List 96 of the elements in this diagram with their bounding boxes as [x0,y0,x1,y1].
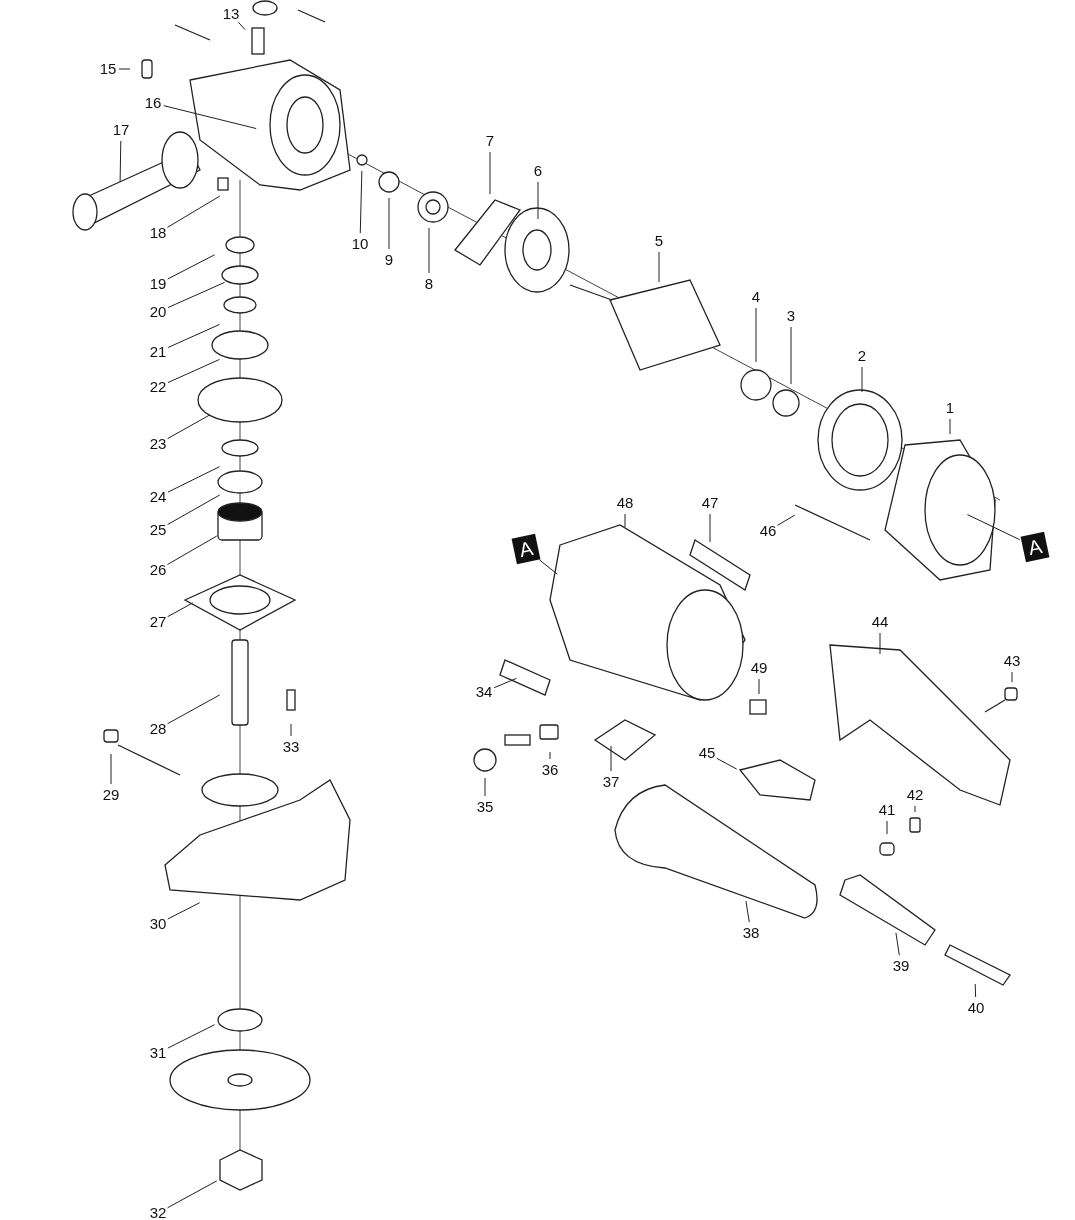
leader-line [776,514,796,526]
leader-line [549,751,551,760]
leader-line [167,254,216,280]
callout-number: 30 [149,916,167,932]
callout-number: 47 [701,495,719,511]
callout-number: 20 [149,304,167,320]
leader-line [428,227,430,274]
leader-line [237,21,246,31]
callout-number: 17 [112,122,130,138]
leader-line [624,513,626,528]
leader-line [163,105,257,130]
leader-line [1011,671,1013,683]
leader-line [489,151,491,195]
leader-line [167,494,221,526]
leader-line [388,197,390,250]
leader-line [879,632,881,655]
leader-line [167,1024,216,1049]
callout-number: 8 [424,276,434,292]
leader-line [716,757,738,770]
leader-line [861,366,863,393]
callout-number: 32 [149,1205,167,1220]
callout-number: 1 [945,400,955,416]
leader-line [895,932,900,956]
callout-number: 42 [906,787,924,803]
callout-number: 39 [892,958,910,974]
leader-line [359,170,363,234]
leader-line [167,466,221,493]
callout-number: 15 [99,61,117,77]
callout-number: 19 [149,276,167,292]
callout-number: 36 [541,762,559,778]
callout-number: 18 [149,225,167,241]
callout-number: 27 [149,614,167,630]
leader-line [167,323,220,348]
callout-number: 33 [282,739,300,755]
callout-number: 4 [751,289,761,305]
callout-number: 13 [222,6,240,22]
leader-line [949,418,951,435]
callout-number: 45 [698,745,716,761]
callout-number: 29 [102,787,120,803]
callout-number: 43 [1003,653,1021,669]
leader-line [167,902,201,920]
callout-number: 40 [967,1000,985,1016]
leader-line [166,195,221,228]
callout-number: 48 [616,495,634,511]
leader-line [119,140,122,183]
callout-number: 5 [654,233,664,249]
leader-line [886,820,888,835]
leader-line [537,181,539,220]
leader-line [966,514,1021,541]
callout-number: 26 [149,562,167,578]
leader-line [493,677,517,689]
callout-number: 16 [144,95,162,111]
callout-number: 25 [149,522,167,538]
leader-line [167,281,225,309]
leader-line [167,535,218,565]
leader-line [658,251,660,283]
callout-number: 7 [485,133,495,149]
leader-line [610,745,612,772]
leader-line [118,68,131,70]
leader-line [755,307,757,363]
leader-line [974,983,977,998]
leader-line [538,559,558,575]
leader-line [167,602,194,618]
callout-number: 28 [149,721,167,737]
callout-number: 37 [602,774,620,790]
leader-line [745,900,750,923]
callout-number: 24 [149,489,167,505]
leader-line [110,753,112,785]
leader-line [290,723,292,737]
leader-line [167,414,211,440]
callout-number: 34 [475,684,493,700]
callout-number: 6 [533,163,543,179]
leader-line [167,1180,218,1209]
callout-number: 22 [149,379,167,395]
leader-line [709,513,711,543]
callout-number: 2 [857,348,867,364]
callout-number: 3 [786,308,796,324]
callout-number: 21 [149,344,167,360]
callout-number: 46 [759,523,777,539]
callout-number: 44 [871,614,889,630]
callout-number: 10 [351,236,369,252]
section-marker: A [511,533,541,565]
leader-line [167,694,221,725]
leader-line [790,326,792,385]
callout-number: 35 [476,799,494,815]
callout-number: 49 [750,660,768,676]
callout-number: 9 [384,252,394,268]
leader-line [484,777,486,797]
leader-line [914,805,916,813]
callout-number: 41 [878,802,896,818]
leader-line [758,678,760,695]
callout-number: 38 [742,925,760,941]
callout-number: 31 [149,1045,167,1061]
callout-number: 23 [149,436,167,452]
section-marker: A [1020,531,1050,563]
leader-line [167,358,220,383]
